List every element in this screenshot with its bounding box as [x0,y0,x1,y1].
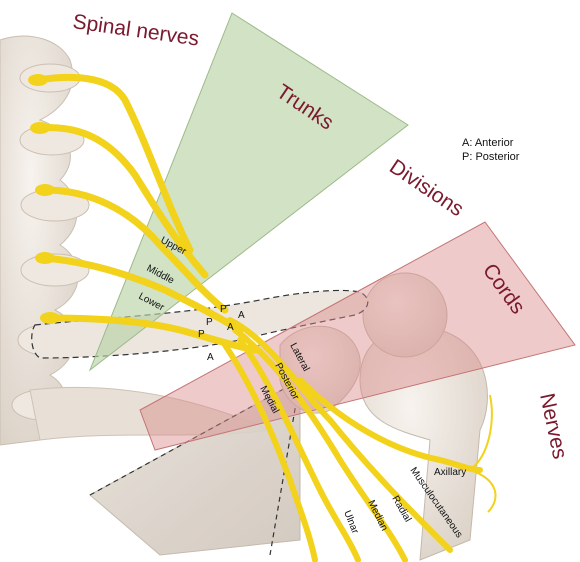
nerves-label: Nerves [535,391,571,461]
division-anterior-3: A [207,352,214,363]
muscle-outline-upper [89,379,301,496]
axillary-branches [469,394,497,513]
spinal-nerve-roots [34,73,259,354]
legend-anterior: A: Anterior [462,137,514,149]
division-anterior-2: A [227,322,234,333]
vertebral-column [0,35,90,446]
scapula [279,325,361,414]
spinal-nerves-label: Spinal nerves [71,10,200,50]
axillary-nerve-label: Axillary [434,467,466,478]
legend-posterior: P: Posterior [462,151,520,163]
muscle-outline-lower [269,379,301,556]
cords-zone [139,221,576,451]
humerus [359,272,488,561]
division-posterior-1: P [220,304,227,315]
root-tips [28,74,60,324]
division-anterior-1: A [238,310,245,321]
division-posterior-3: P [198,329,205,340]
pectoralis-minor-muscle [89,379,301,556]
divisions-label: Divisions [385,155,468,221]
median-nerve-label: Median [365,498,389,532]
terminal-nerves [222,317,483,562]
division-posterior-2: P [206,317,213,328]
